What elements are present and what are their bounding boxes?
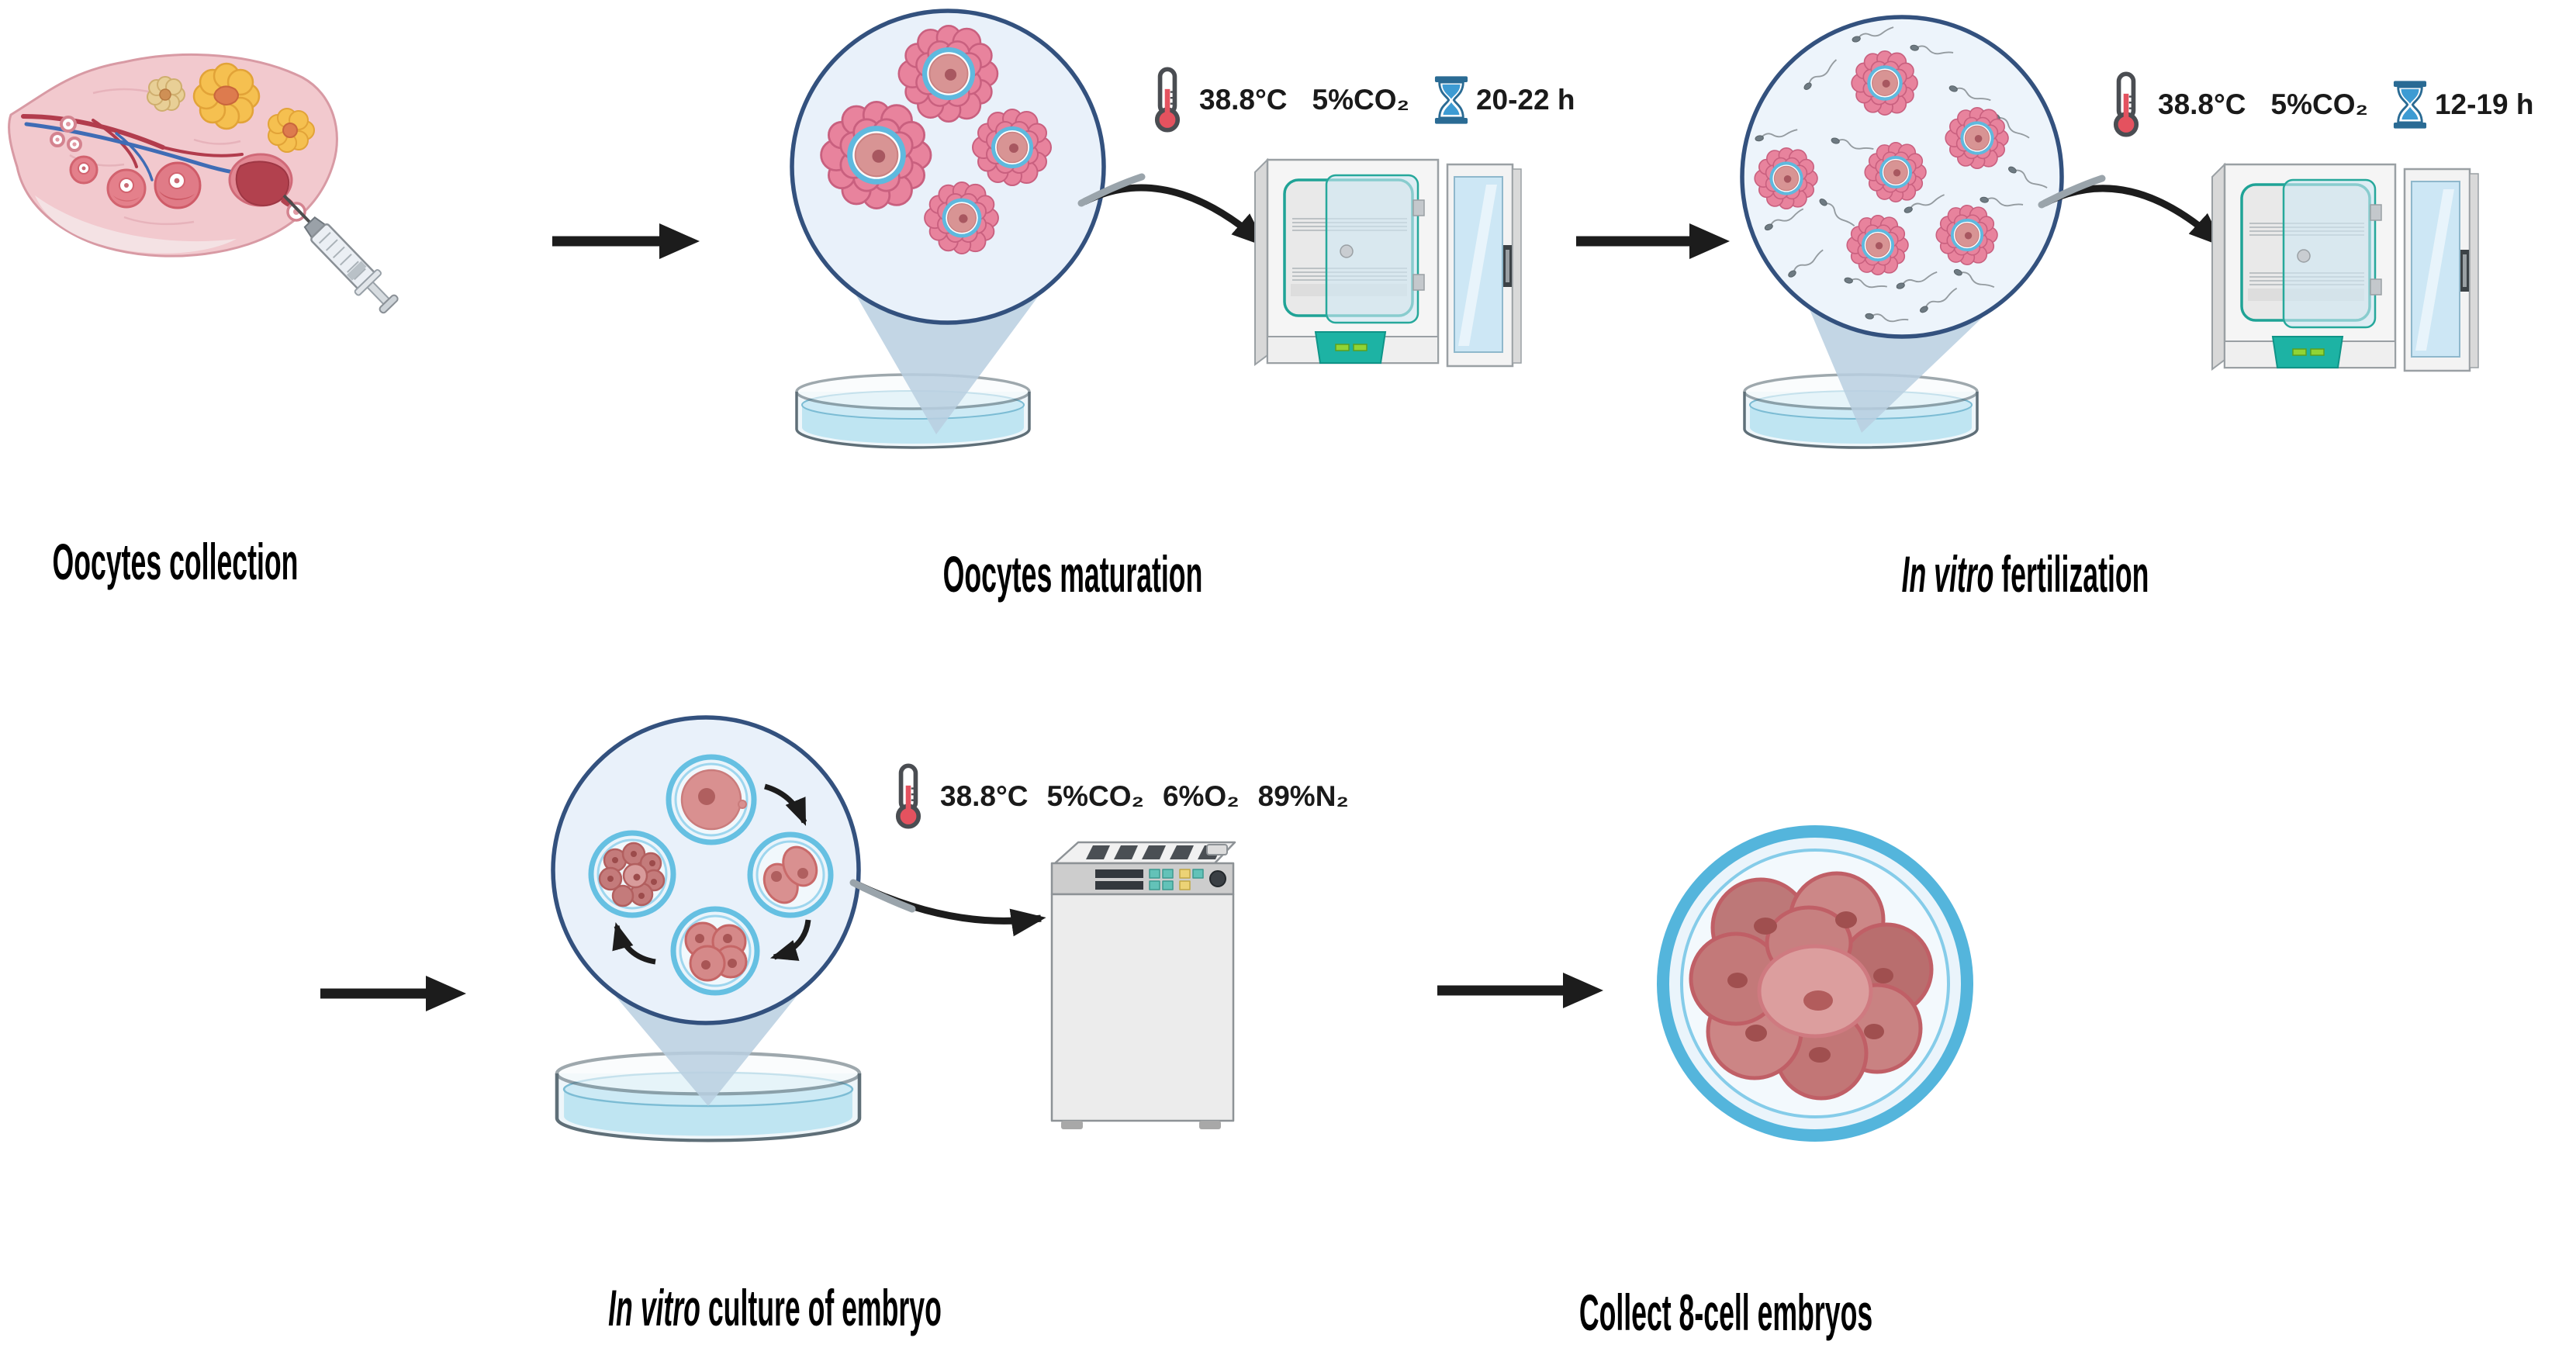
o2-value: 6%O₂ bbox=[1162, 780, 1240, 812]
embryo-zygote bbox=[666, 754, 757, 845]
step-label-collect-embryos: Collect 8-cell embryos bbox=[1578, 1284, 1873, 1341]
flow-arrow-1 bbox=[552, 223, 700, 259]
culture-group bbox=[551, 715, 1046, 1140]
cycle-arrow-2 bbox=[769, 919, 811, 961]
thermometer-icon bbox=[895, 763, 921, 829]
embryo-2cell bbox=[747, 831, 834, 918]
corpus-luteum-small bbox=[268, 108, 315, 153]
duration-value: 20-22 h bbox=[1475, 84, 1575, 116]
growing-follicles bbox=[69, 155, 202, 209]
released-oocyte bbox=[286, 202, 306, 222]
magnifier-cone bbox=[1807, 304, 1997, 433]
ruptured-follicle bbox=[228, 153, 296, 209]
eight-cell-embryo bbox=[1657, 825, 1973, 1142]
incubator-icon-2 bbox=[2211, 163, 2480, 372]
flow-arrow-3 bbox=[320, 976, 466, 1011]
flow-arrow-2 bbox=[1576, 223, 1730, 259]
magnifier-cone bbox=[854, 292, 1042, 434]
incubator-icon-1 bbox=[1253, 158, 1523, 368]
duration-value: 12-19 h bbox=[2434, 88, 2534, 120]
step-label-oocytes-maturation: Oocytes maturation bbox=[942, 545, 1203, 603]
transfer-arrow-2 bbox=[2042, 185, 2224, 247]
transfer-arrow-3 bbox=[855, 880, 1046, 937]
co2-incubator-icon bbox=[1050, 841, 1236, 1129]
step-label-in-vitro-fertilization: In vitro fertilization bbox=[1901, 545, 2149, 603]
syringe-icon bbox=[282, 194, 399, 314]
step-label-in-vitro-culture: In vitro culture of embryo bbox=[608, 1279, 942, 1336]
ovary-illustration bbox=[8, 54, 338, 258]
conditions-maturation: 38.8°C 5%CO₂ 20-22 h bbox=[1154, 67, 1575, 133]
hourglass-icon bbox=[2393, 81, 2426, 129]
co2-value: 5%CO₂ bbox=[2270, 88, 2368, 120]
conditions-fertilization: 38.8°C 5%CO₂ 12-19 h bbox=[2113, 71, 2533, 138]
temperature-value: 38.8°C bbox=[1199, 84, 1288, 116]
flow-arrow-4 bbox=[1437, 973, 1603, 1008]
temperature-value: 38.8°C bbox=[2158, 88, 2246, 120]
corpus-luteum-large bbox=[192, 62, 261, 130]
transfer-arrow-1 bbox=[1082, 184, 1267, 247]
n2-value: 89%N₂ bbox=[1257, 780, 1349, 812]
embryo-4cell bbox=[670, 906, 760, 996]
embryo-morula bbox=[588, 830, 676, 918]
co2-value: 5%CO₂ bbox=[1312, 84, 1409, 116]
conditions-culture: 38.8°C 5%CO₂ 6%O₂ 89%N₂ bbox=[895, 763, 1349, 830]
co2-value: 5%CO₂ bbox=[1046, 780, 1144, 812]
cycle-arrow-3 bbox=[612, 921, 656, 965]
maturation-group bbox=[790, 9, 1267, 449]
step-label-oocytes-collection: Oocytes collection bbox=[52, 533, 299, 590]
cycle-arrow-1 bbox=[763, 783, 807, 826]
temperature-value: 38.8°C bbox=[940, 780, 1029, 812]
hourglass-icon bbox=[1434, 76, 1468, 124]
magnifier-circle-maturation bbox=[790, 9, 1106, 325]
primordial-follicles bbox=[50, 116, 82, 152]
thermometer-icon bbox=[1154, 67, 1181, 133]
corpus-albicans bbox=[147, 76, 185, 112]
fertilization-group bbox=[1740, 15, 2224, 449]
thermometer-icon bbox=[2113, 71, 2139, 137]
